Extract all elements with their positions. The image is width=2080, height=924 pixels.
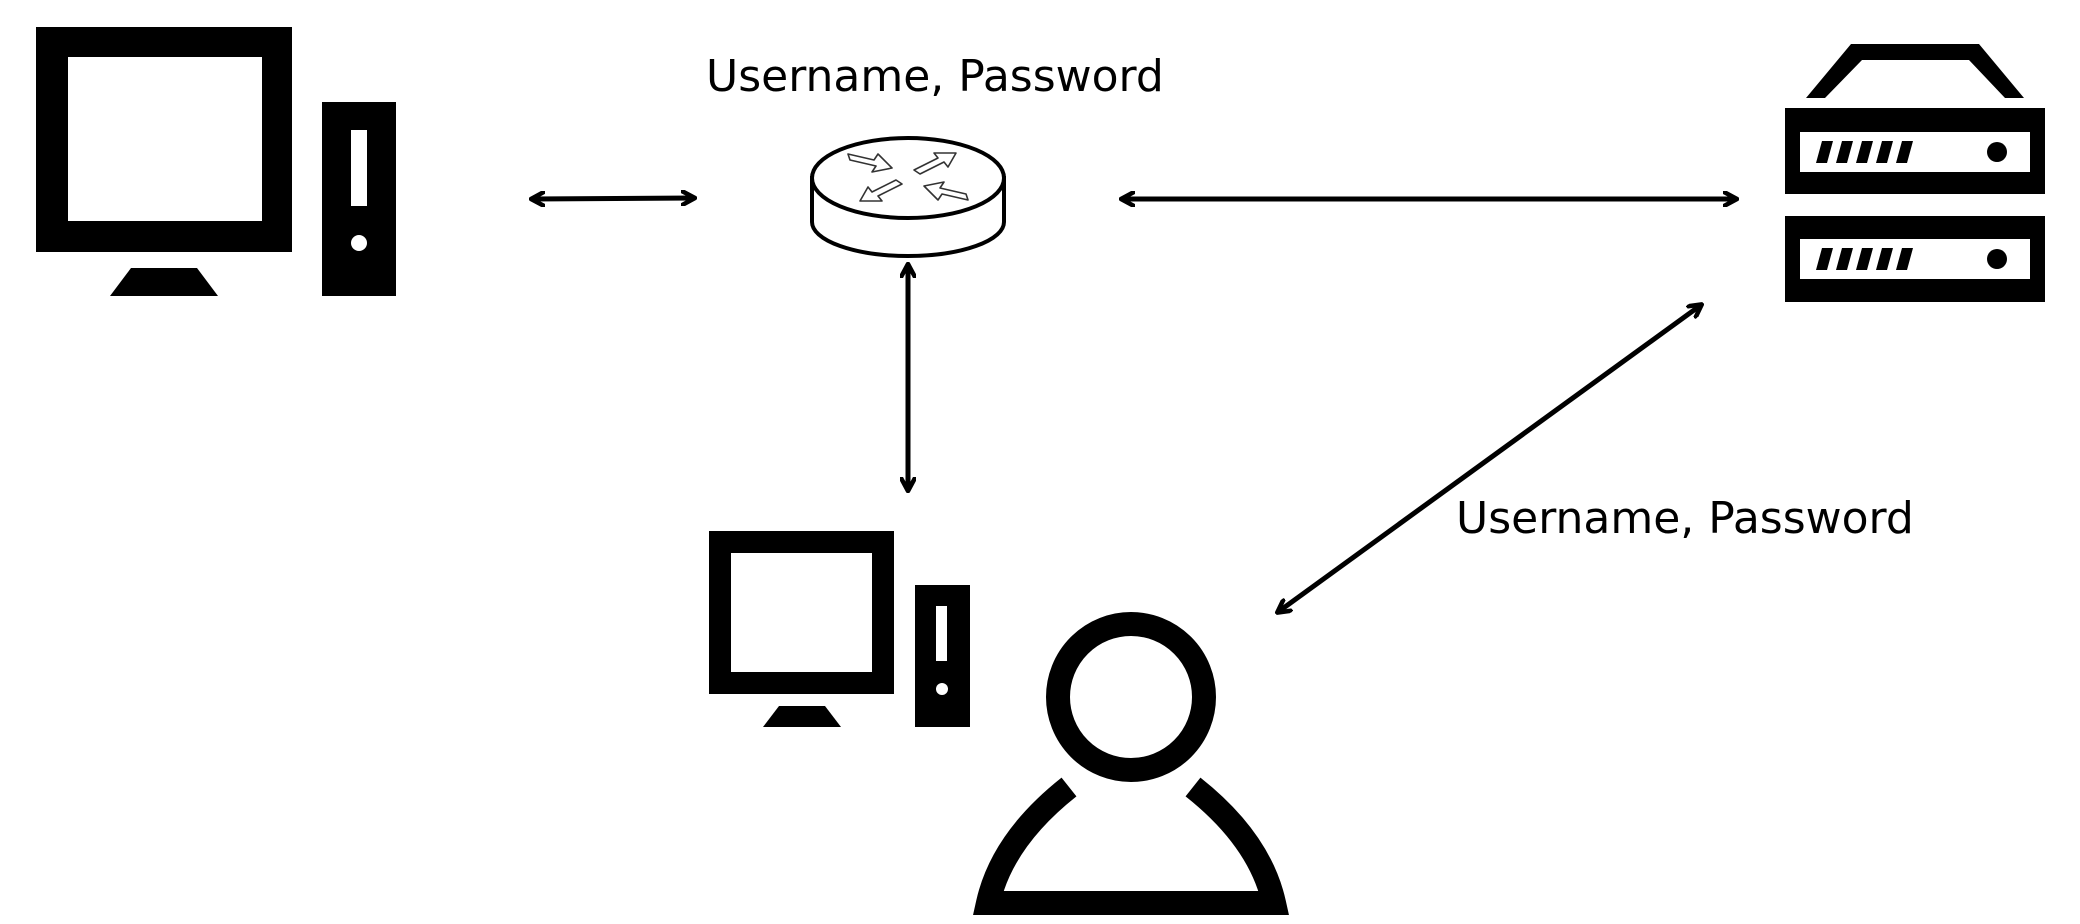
desktop-computer-icon [709,531,970,727]
router-icon [810,136,1006,258]
connection-arrow-server-user [1278,305,1701,612]
credential-label-server: Username, Password [1456,493,1914,544]
desktop-computer-icon [36,27,396,296]
connection-arrow-computer-router [532,198,694,199]
user-icon [973,612,1289,915]
credential-label-router: Username, Password [706,51,1164,102]
server-icon [1785,44,2045,302]
